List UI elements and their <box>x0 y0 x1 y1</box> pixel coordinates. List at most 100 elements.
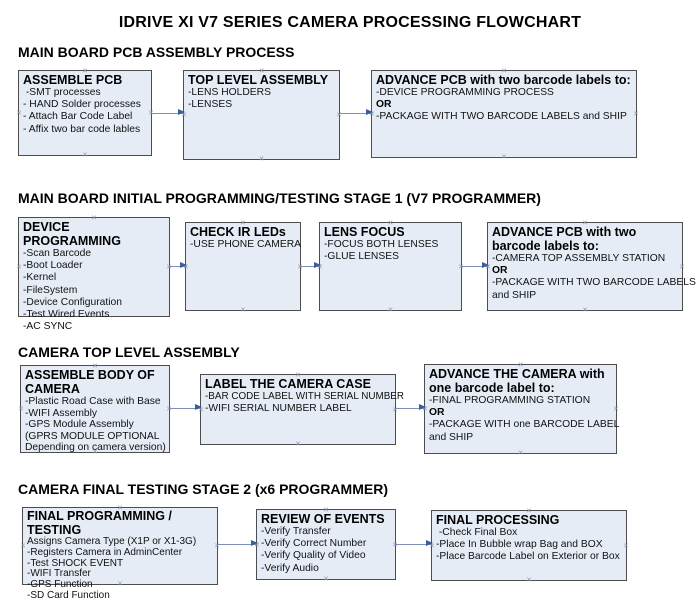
connection-point-icon: × <box>613 403 619 414</box>
box-line: -SMT processes <box>23 87 101 98</box>
box-line: -WIFI Assembly <box>25 407 98 419</box>
arrowhead-icon <box>426 540 433 547</box>
box-check-ir-leds: CHECK IR LEDs -USE PHONE CAMERA ×××× <box>183 218 302 314</box>
connection-point-icon: × <box>295 438 301 449</box>
box-line: Assigns Camera Type (X1P or X1-3G) <box>27 536 197 547</box>
flow-arrow <box>218 540 258 547</box>
arrowhead-icon <box>366 109 373 116</box>
box-review-of-events: REVIEW OF EVENTS -Verify Transfer -Verif… <box>254 505 397 583</box>
box-line: and SHIP <box>492 289 537 301</box>
box-line: -PACKAGE WITH one BARCODE LABEL <box>429 419 620 431</box>
section-header-pcb-assembly: MAIN BOARD PCB ASSEMBLY PROCESS <box>18 44 295 60</box>
box-line: -FOCUS BOTH LENSES <box>324 239 439 250</box>
box-line: -AC SYNC <box>23 321 73 333</box>
box-line: -Check Final Box <box>436 527 518 538</box>
connection-point-icon: × <box>240 304 246 315</box>
box-line: -Verify Correct Number <box>261 538 367 550</box>
flowchart-title: IDRIVE XI V7 SERIES CAMERA PROCESSING FL… <box>118 14 582 31</box>
box-line: OR <box>429 407 445 419</box>
connection-point-icon: × <box>517 447 524 458</box>
arrowhead-icon <box>419 404 426 411</box>
box-line: -Device Configuration <box>23 296 123 308</box>
box-label-the-camera-case: LABEL THE CAMERA CASE -BAR CODE LABEL WI… <box>198 370 404 448</box>
connection-point-icon: × <box>16 261 22 272</box>
box-line: -Scan Barcode <box>23 248 92 259</box>
flow-arrow <box>170 262 187 269</box>
box-line: OR <box>492 265 508 277</box>
box-line: OR <box>376 99 392 111</box>
box-title: ADVANCE PCB with two barcode labels to: <box>492 225 637 253</box>
box-line: Depending on camera version) <box>25 442 166 454</box>
flow-arrow <box>170 404 202 411</box>
flow-arrow <box>462 262 489 269</box>
flow-arrow <box>396 540 433 547</box>
section-header-final-testing: CAMERA FINAL TESTING STAGE 2 (x6 PROGRAM… <box>18 481 388 497</box>
box-line: -DEVICE PROGRAMMING PROCESS <box>376 87 554 98</box>
connection-point-icon: × <box>336 109 342 120</box>
box-line: -Verify Audio <box>261 562 319 574</box>
box-title: FINAL PROCESSING <box>436 513 560 527</box>
box-line: -SD Card Function <box>27 589 110 601</box>
arrowhead-icon <box>195 404 202 411</box>
box-line: -Verify Transfer <box>261 526 331 537</box>
box-title: ASSEMBLE PCB <box>23 73 123 87</box>
box-top-level-assembly: TOP LEVEL ASSEMBLY -LENS HOLDERS -LENSES… <box>181 66 342 163</box>
box-final-processing: FINAL PROCESSING -Check Final Box -Place… <box>429 506 629 584</box>
connection-point-icon: × <box>526 574 532 585</box>
connection-point-icon: × <box>323 573 329 584</box>
connection-point-icon: × <box>623 540 629 550</box>
connection-point-icon: × <box>166 261 172 272</box>
box-advance-pcb-two-labels: ADVANCE PCB with two barcode labels to: … <box>369 66 639 161</box>
flow-arrow <box>152 109 185 116</box>
box-line: -WIFI Transfer <box>27 568 91 580</box>
arrowhead-icon <box>180 262 187 269</box>
arrowhead-icon <box>314 262 321 269</box>
box-line: -LENSES <box>188 99 233 111</box>
box-line: -GPS Function <box>27 579 93 591</box>
box-advance-camera-one-label: ADVANCE THE CAMERA with one barcode labe… <box>422 360 620 457</box>
box-line: - Affix two bar code lables <box>23 123 141 135</box>
box-line: -PACKAGE WITH TWO BARCODE LABELS and SHI… <box>376 111 627 123</box>
box-assemble-pcb: ASSEMBLE PCB -SMT processes - HAND Solde… <box>16 66 153 159</box>
box-line: -Boot Loader <box>23 260 83 272</box>
box-line: - HAND Solder processes <box>23 99 141 111</box>
connection-point-icon: × <box>18 403 24 414</box>
box-line: - Attach Bar Code Label <box>23 111 133 123</box>
box-line: -PACKAGE WITH TWO BARCODE LABELS <box>492 277 696 289</box>
connection-point-icon: × <box>258 153 265 164</box>
box-final-programming-testing: FINAL PROGRAMMING / TESTING Assigns Came… <box>20 503 219 601</box>
box-line: -CAMERA TOP ASSEMBLY STATION <box>492 253 666 264</box>
box-line: -Test Wired Events <box>23 309 110 321</box>
box-title: DEVICE PROGRAMMING <box>23 220 121 248</box>
connection-point-icon: × <box>392 404 398 414</box>
arrowhead-icon <box>482 262 489 269</box>
connection-point-icon: × <box>20 540 26 551</box>
connection-point-icon: × <box>16 107 22 118</box>
box-title: FINAL PROGRAMMING / TESTING <box>27 509 172 537</box>
box-line: -Registers Camera in AdminCenter <box>27 546 183 558</box>
box-line: -LENS HOLDERS <box>188 87 271 98</box>
box-title: LABEL THE CAMERA CASE <box>205 377 371 391</box>
box-assemble-body-of-camera: ASSEMBLE BODY OF CAMERA -Plastic Road Ca… <box>18 361 171 456</box>
box-line: -Kernel <box>23 272 57 284</box>
arrowhead-icon <box>251 540 258 547</box>
box-line: -Place In Bubble wrap Bag and BOX <box>436 539 603 551</box>
connection-point-icon: × <box>679 261 685 271</box>
connection-point-icon: × <box>582 304 588 315</box>
connection-point-icon: × <box>501 151 507 162</box>
box-title: TOP LEVEL ASSEMBLY <box>188 73 329 87</box>
box-line: -GPS Module Assembly <box>25 419 134 431</box>
box-advance-pcb-two-labels-stage1: ADVANCE PCB with two barcode labels to: … <box>485 218 696 314</box>
flow-arrow <box>396 404 426 411</box>
connection-point-icon: × <box>633 108 639 119</box>
box-line: and SHIP <box>429 431 474 443</box>
box-title: ADVANCE THE CAMERA with one barcode labe… <box>429 367 605 395</box>
box-line: -Verify Quality of Video <box>261 550 366 562</box>
arrowhead-icon <box>178 109 185 116</box>
box-title: CHECK IR LEDs <box>190 225 286 239</box>
box-line: -USE PHONE CAMERA <box>190 239 301 250</box>
box-line: -GLUE LENSES <box>324 251 399 263</box>
box-line: -Plastic Road Case with Base <box>25 396 161 407</box>
box-title: ASSEMBLE BODY OF CAMERA <box>25 368 155 396</box>
